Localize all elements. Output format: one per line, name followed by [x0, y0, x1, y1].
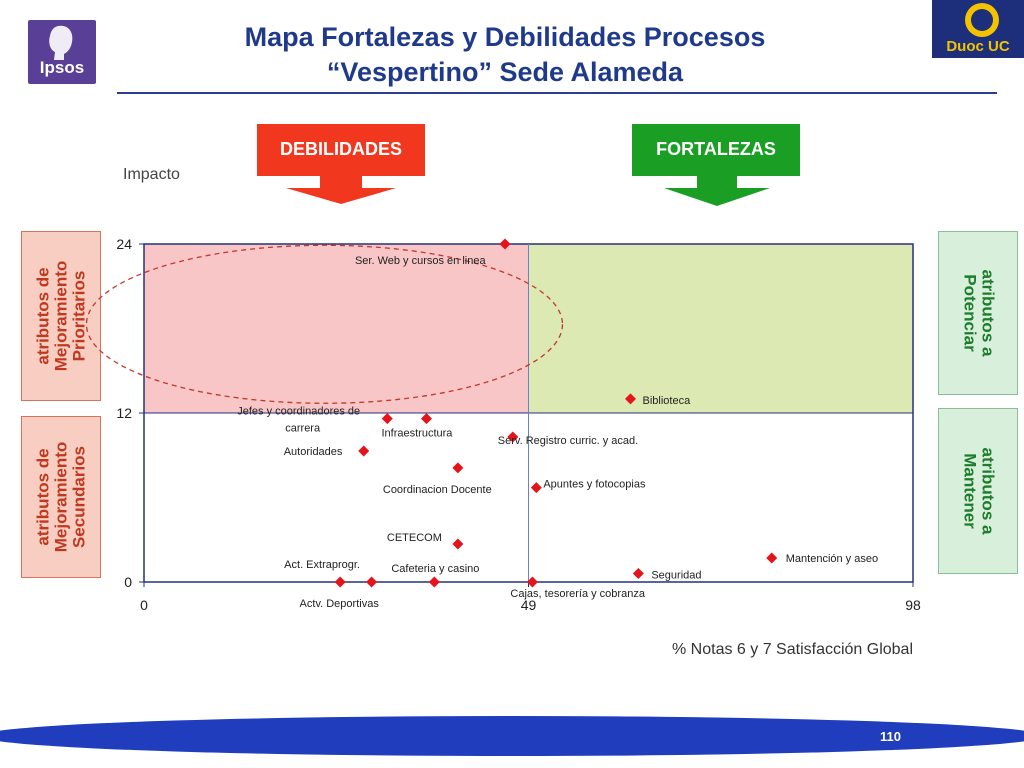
- y-tick-label: 24: [116, 236, 132, 252]
- duoc-logo: Duoc UC: [932, 0, 1024, 58]
- side-label-potenciar: atributos a Potenciar: [938, 231, 1018, 395]
- data-point-marker: [766, 552, 778, 564]
- side-label-secundarios: atributos de Mejoramiento Secundarios: [21, 416, 101, 578]
- data-point-marker: [358, 445, 370, 457]
- strength-zone: [528, 244, 913, 413]
- data-point-marker: [381, 413, 393, 425]
- duoc-logo-text: Duoc UC: [946, 38, 1010, 55]
- y-axis-title: Impacto: [123, 166, 180, 183]
- weak-priority-zone: [144, 244, 529, 413]
- title-divider: [117, 92, 997, 94]
- data-point-label: Cajas, tesorería y cobranza: [510, 588, 645, 600]
- x-tick-label: 98: [905, 597, 921, 613]
- data-point-label: Actv. Deportivas: [300, 598, 380, 610]
- data-point-label: Ser. Web y cursos en linea: [355, 255, 487, 267]
- ipsos-head-icon: [49, 25, 73, 60]
- footer-bar: [0, 716, 1024, 756]
- data-point-label: Apuntes y fotocopias: [543, 479, 646, 491]
- x-tick-label: 0: [140, 597, 148, 613]
- duoc-crest-icon: [965, 3, 999, 37]
- page-number: 110: [880, 729, 901, 744]
- ipsos-logo: Ipsos: [28, 20, 96, 84]
- data-point-marker: [526, 576, 538, 588]
- data-point-marker: [366, 576, 378, 588]
- debilidades-tag: DEBILIDADES: [257, 124, 425, 176]
- x-tick-label: 49: [521, 597, 537, 613]
- data-point-label: Seguridad: [651, 570, 701, 582]
- side-label-mantener: atributos a Mantener: [938, 408, 1018, 574]
- data-point-label: Coordinacion Docente: [383, 484, 492, 496]
- ipsos-logo-text: Ipsos: [39, 58, 85, 77]
- data-point-label: Infraestructura: [381, 428, 453, 440]
- data-point-label-line: carrera: [285, 423, 321, 435]
- data-point-marker: [452, 538, 464, 550]
- data-point-marker: [625, 393, 637, 405]
- data-point-marker: [499, 238, 511, 250]
- priority-highlight-ellipse: [85, 244, 564, 404]
- data-point-marker: [452, 462, 464, 474]
- debilidades-arrow: [286, 176, 396, 204]
- x-axis-title: % Notas 6 y 7 Satisfacción Global: [672, 641, 914, 658]
- data-point-marker: [530, 482, 542, 494]
- data-point-label: Biblioteca: [643, 395, 692, 407]
- y-tick-label: 0: [124, 574, 132, 590]
- data-point-label: Serv. Registro curric. y acad.: [498, 435, 638, 447]
- data-point-marker: [334, 576, 346, 588]
- data-point-label: Act. Extraprogr.: [284, 559, 360, 571]
- fortalezas-arrow: [664, 176, 770, 206]
- data-point-label: CETECOM: [387, 532, 442, 544]
- y-tick-label: 12: [116, 405, 132, 421]
- data-point-label: Jefes y coordinadores de carrera: [237, 406, 360, 435]
- data-point-marker: [632, 568, 644, 580]
- page-title-line2: “Vespertino” Sede Alameda: [326, 57, 684, 87]
- side-label-prioritarios: atributos de Mejoramiento Prioritarios: [21, 231, 101, 401]
- data-point-label: Mantención y aseo: [786, 553, 878, 565]
- data-point-marker: [428, 576, 440, 588]
- fortalezas-tag: FORTALEZAS: [632, 124, 800, 176]
- page-title-line1: Mapa Fortalezas y Debilidades Procesos: [244, 22, 766, 52]
- data-point-label-line: Jefes y coordinadores de: [237, 406, 360, 418]
- data-point-marker: [507, 431, 519, 443]
- data-point-label: Autoridades: [284, 446, 343, 458]
- data-point-label: Cafeteria y casino: [391, 563, 479, 575]
- data-point-marker: [420, 413, 432, 425]
